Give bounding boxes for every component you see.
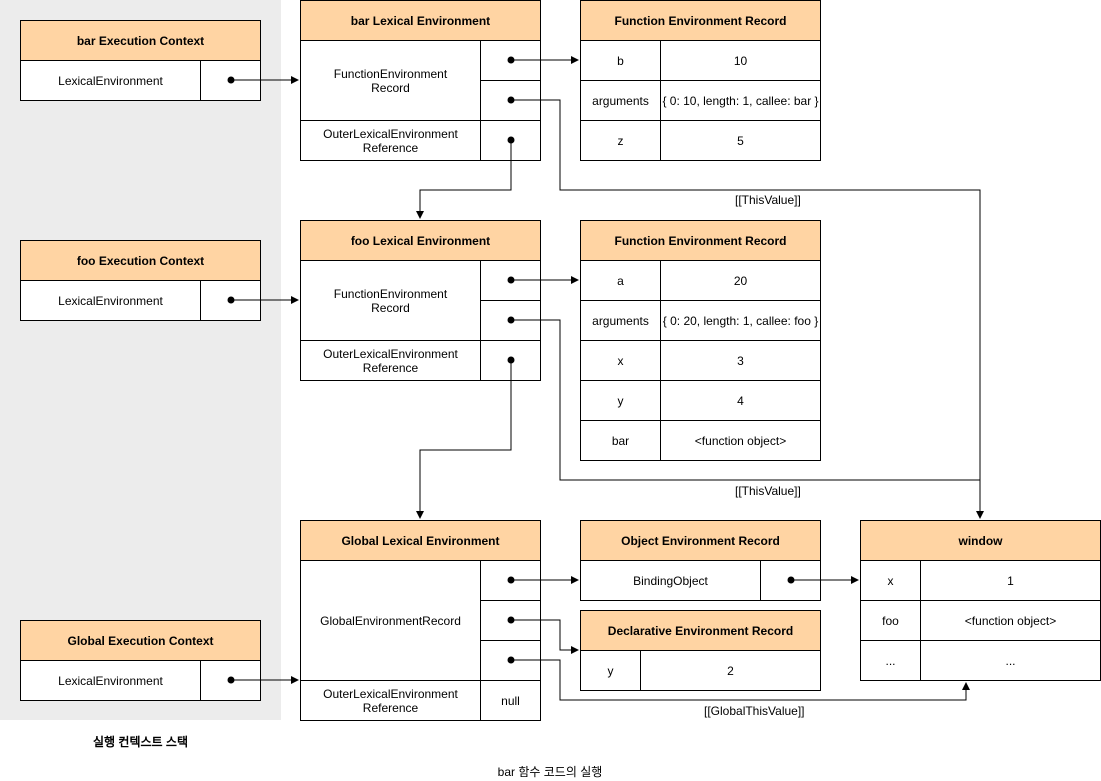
declarative-record-key-y: y — [580, 650, 641, 691]
foo-record-value-arguments: { 0: 20, length: 1, callee: foo } — [660, 300, 821, 341]
foo-execution-context-title: foo Execution Context — [20, 240, 261, 281]
bar-lexical-environment-pointer — [200, 60, 261, 101]
binding-object-pointer — [760, 560, 821, 601]
window-value-x: 1 — [920, 560, 1101, 601]
bar-this-pointer — [480, 80, 541, 121]
footer-caption: bar 함수 코드의 실행 — [497, 765, 603, 779]
object-record-title: Object Environment Record — [580, 520, 821, 561]
window-title: window — [860, 520, 1101, 561]
foo-record-value-a: 20 — [660, 260, 821, 301]
foo-lexical-environment-title: foo Lexical Environment — [300, 220, 541, 261]
global-declarative-record-pointer — [480, 600, 541, 641]
bar-environment-record-label: FunctionEnvironment Record — [300, 40, 481, 121]
foo-record-key-a: a — [580, 260, 661, 301]
foo-outer-arrow — [416, 360, 512, 519]
bar-record-pointer — [480, 40, 541, 81]
foo-lexical-environment-field: LexicalEnvironment — [20, 280, 201, 321]
declarative-record-title: Declarative Environment Record — [580, 610, 821, 651]
bar-lexical-environment-field: LexicalEnvironment — [20, 60, 201, 101]
foo-record-key-arguments: arguments — [580, 300, 661, 341]
global-outer-value: null — [480, 680, 541, 721]
declarative-record-value-y: 2 — [640, 650, 821, 691]
execution-context-stack — [0, 0, 281, 720]
global-outer-reference-label: OuterLexicalEnvironment Reference — [300, 680, 481, 721]
global-execution-context-title: Global Execution Context — [20, 620, 261, 661]
bar-record-key-arguments: arguments — [580, 80, 661, 121]
foo-function-record-title: Function Environment Record — [580, 220, 821, 261]
global-lexical-environment-field: LexicalEnvironment — [20, 660, 201, 701]
bar-record-value-arguments: { 0: 10, length: 1, callee: bar } — [660, 80, 821, 121]
global-this-value-label: [[GlobalThisValue]] — [702, 704, 807, 718]
global-lexical-environment-title: Global Lexical Environment — [300, 520, 541, 561]
foo-lexical-environment-pointer — [200, 280, 261, 321]
bar-outer-pointer — [480, 120, 541, 161]
foo-record-key-bar: bar — [580, 420, 661, 461]
window-value-foo: <function object> — [920, 600, 1101, 641]
foo-record-value-x: 3 — [660, 340, 821, 381]
foo-record-value-bar: <function object> — [660, 420, 821, 461]
binding-object-field: BindingObject — [580, 560, 761, 601]
foo-environment-record-label: FunctionEnvironment Record — [300, 260, 481, 341]
foo-this-value-label: [[ThisValue]] — [733, 484, 803, 498]
foo-outer-reference-label: OuterLexicalEnvironment Reference — [300, 340, 481, 381]
bar-record-value-z: 5 — [660, 120, 821, 161]
window-key-ellipsis: ... — [860, 640, 921, 681]
bar-outer-reference-label: OuterLexicalEnvironment Reference — [300, 120, 481, 161]
foo-record-pointer — [480, 260, 541, 301]
window-value-ellipsis: ... — [920, 640, 1101, 681]
global-object-record-pointer — [480, 560, 541, 601]
global-environment-record-label: GlobalEnvironmentRecord — [300, 560, 481, 681]
foo-outer-pointer — [480, 340, 541, 381]
bar-execution-context-title: bar Execution Context — [20, 20, 261, 61]
bar-lexical-environment-title: bar Lexical Environment — [300, 0, 541, 41]
foo-record-key-x: x — [580, 340, 661, 381]
foo-record-value-y: 4 — [660, 380, 821, 421]
bar-function-record-title: Function Environment Record — [580, 0, 821, 41]
bar-record-value-b: 10 — [660, 40, 821, 81]
window-key-x: x — [860, 560, 921, 601]
stack-label: 실행 컨텍스트 스택 — [93, 735, 188, 749]
bar-record-key-b: b — [580, 40, 661, 81]
foo-this-pointer — [480, 300, 541, 341]
global-this-pointer — [480, 640, 541, 681]
bar-record-key-z: z — [580, 120, 661, 161]
global-lexical-environment-pointer — [200, 660, 261, 701]
bar-this-value-label: [[ThisValue]] — [733, 193, 803, 207]
foo-record-key-y: y — [580, 380, 661, 421]
window-key-foo: foo — [860, 600, 921, 641]
